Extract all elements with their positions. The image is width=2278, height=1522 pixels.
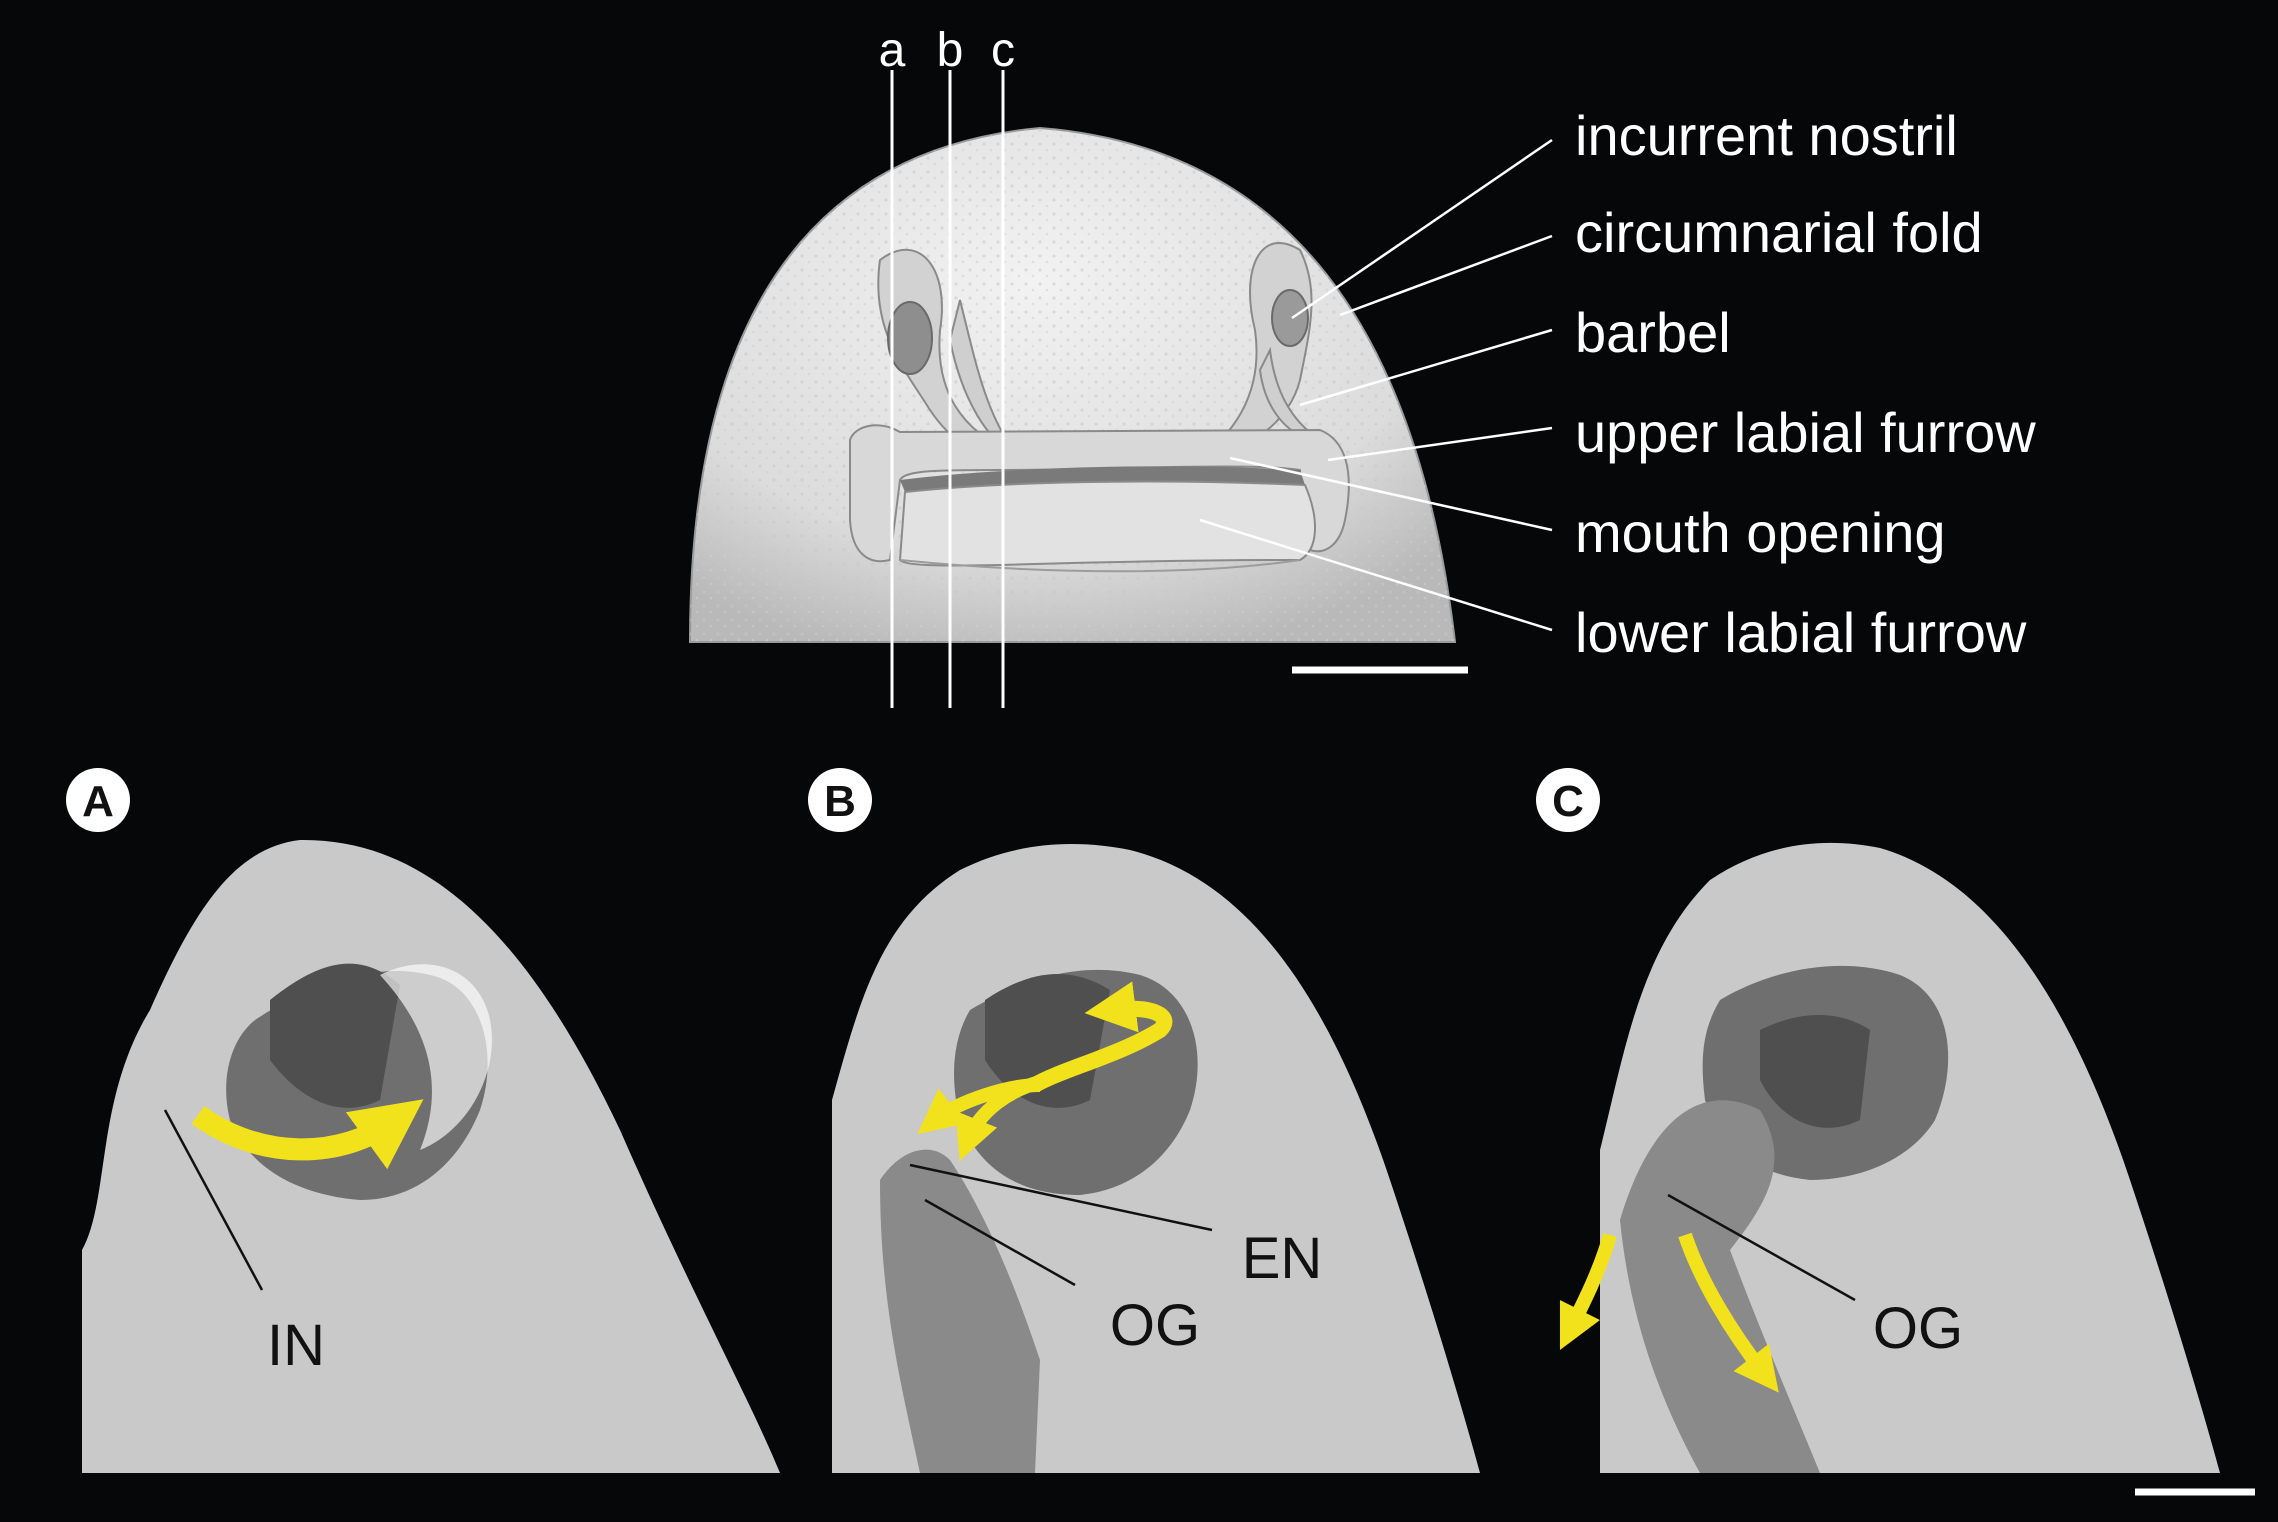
anatomy-leader-lines [1199,138,1553,632]
left-incurrent-nostril [887,301,933,375]
leader-lower-labial-furrow [1199,518,1553,632]
leader-upper-labial-furrow [1327,426,1553,462]
section-lines [890,70,1005,708]
section-b-flow-arrow-3 [917,1078,1041,1134]
leader-circumnarial-fold [1339,234,1553,317]
label-upper-labial-furrow: upper labial furrow [1575,401,2036,464]
section-c-lamellae [1760,1015,1870,1128]
section-letter-c: c [991,24,1015,77]
leader-mouth-opening [1229,456,1553,532]
panel-badge-a [66,768,130,832]
leader-barbel [1299,328,1553,407]
section-b-leader-og [924,1198,1076,1287]
panel-badge-c [1536,768,1600,832]
head-frontal-view [688,126,1457,643]
section-b-leader-en [909,1163,1213,1232]
section-c-flow-arrow-2 [1678,1232,1779,1393]
panel-letter-b: B [824,777,856,826]
anatomy-labels: incurrent nostril circumnarial fold barb… [1575,104,2036,664]
panel-b-label-og: OG [1110,1293,1200,1358]
panel-a: A IN [66,768,780,1473]
section-a-flow-arrow [191,1099,424,1170]
label-circumnarial-fold: circumnarial fold [1575,201,1983,264]
section-a-leader-in [163,1109,264,1291]
section-a-rosette-rim [380,964,492,1150]
mouth-opening [900,466,1305,492]
panel-letter-a: A [82,777,114,826]
panel-c-label-og: OG [1873,1296,1963,1361]
leader-incurrent-nostril [1291,138,1553,320]
chin-fold [899,559,1301,573]
label-barbel: barbel [1575,301,1731,364]
upper-labial-furrow [849,424,1350,563]
section-b-flow-arrow-1 [1030,981,1173,1092]
section-letter-a: a [879,24,906,77]
label-mouth-opening: mouth opening [1575,501,1946,564]
panel-c: C OG [1536,768,2220,1473]
label-lower-labial-furrow: lower labial furrow [1575,601,2027,664]
section-b-oronasal-groove [880,1149,1040,1473]
lower-labial-furrow [898,480,1316,567]
right-incurrent-nostril [1271,289,1309,347]
panel-b-label-en: EN [1242,1226,1323,1291]
section-c-leader-og [1667,1193,1856,1302]
panel-a-label-in: IN [267,1313,325,1378]
section-a-lamellae [270,963,400,1108]
panel-b: B EN OG [808,768,1480,1473]
panel-badge-b [808,768,872,832]
section-letter-b: b [937,24,964,77]
panel-letter-c: C [1552,777,1584,826]
section-c-flow-arrow-1 [1559,1233,1617,1351]
label-incurrent-nostril: incurrent nostril [1575,104,1958,167]
